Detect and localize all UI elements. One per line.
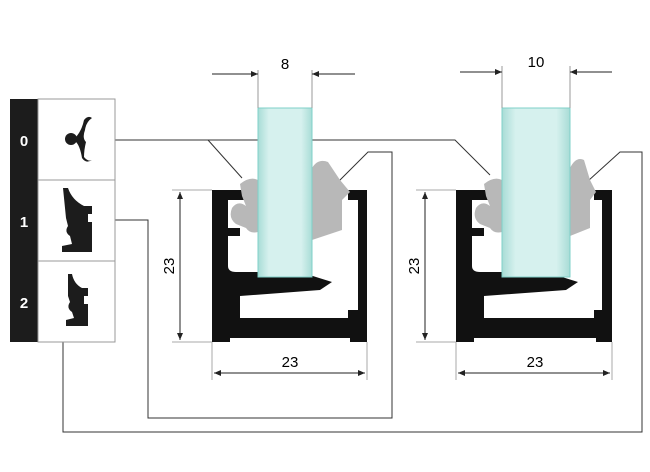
leader-row-0-left (207, 139, 243, 179)
large-wedge-gasket-icon (62, 188, 92, 252)
gasket-right (570, 159, 596, 236)
profile-10mm: 10 23 23 (406, 54, 613, 380)
leader-row-2 (62, 151, 643, 433)
profile-8mm: 8 23 23 (161, 56, 368, 380)
leader-row-0 (115, 139, 491, 176)
row-index-1: 1 (20, 214, 28, 231)
gasket-left (230, 178, 258, 233)
width-label: 23 (282, 354, 299, 371)
row-index-0: 0 (20, 133, 28, 150)
center-gasket-icon (65, 116, 92, 162)
index-column (10, 99, 38, 342)
width-label: 23 (527, 354, 544, 371)
row-index-2: 2 (20, 295, 28, 312)
aluminium-profile (212, 190, 367, 342)
gasket-table: 0 1 2 (10, 98, 116, 343)
glass-thickness-label: 8 (281, 56, 289, 73)
glass-thickness-label: 10 (528, 54, 545, 71)
glass-panel (501, 107, 571, 278)
leader-lines (62, 139, 643, 433)
gasket-left (474, 178, 502, 233)
height-label: 23 (161, 258, 178, 275)
aluminium-profile (456, 190, 612, 342)
small-wedge-gasket-icon (66, 274, 88, 326)
gasket-right (312, 160, 350, 240)
glass-panel (257, 107, 313, 278)
height-label: 23 (406, 258, 423, 275)
leader-row-1 (115, 151, 393, 419)
